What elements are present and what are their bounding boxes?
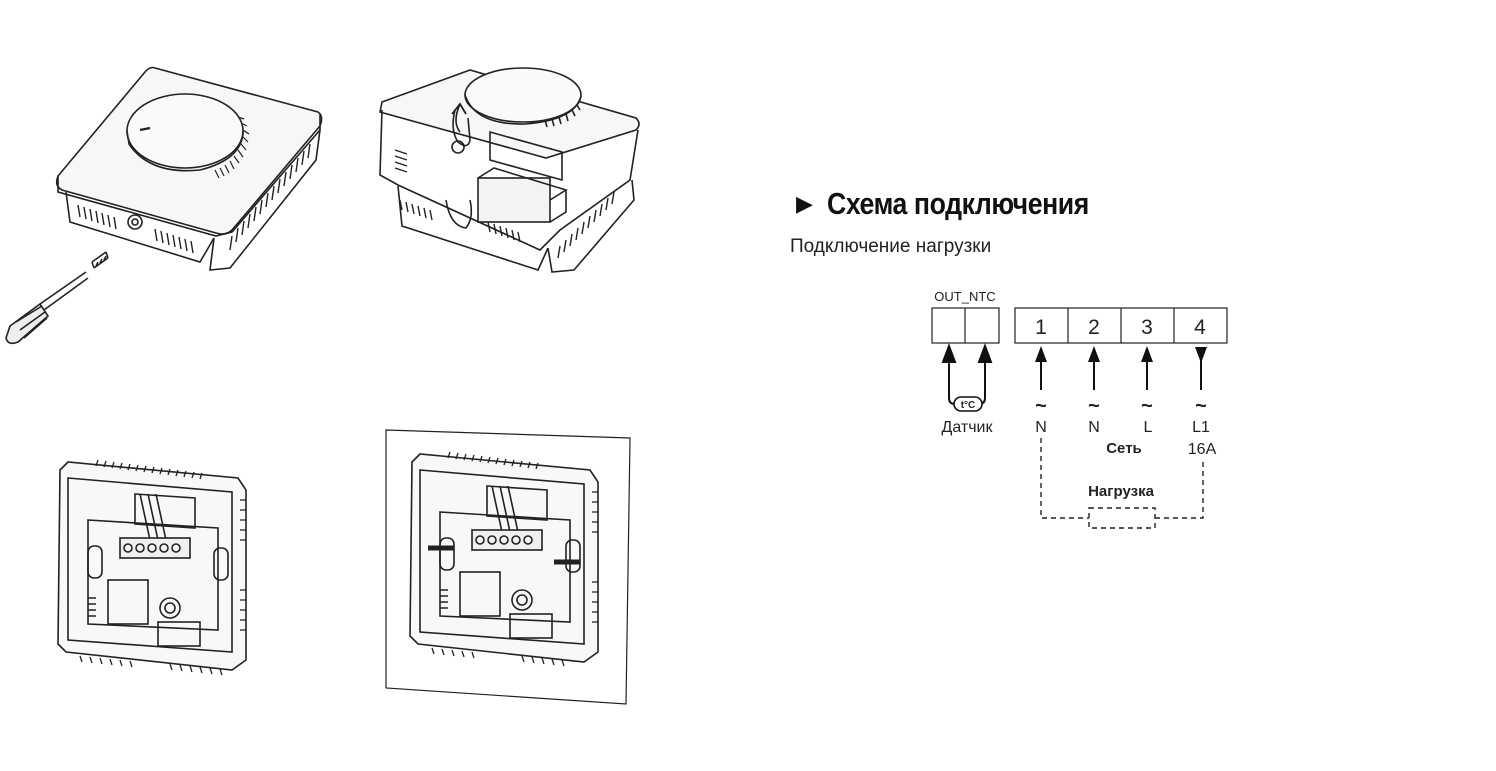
- sensor-wiring: [941, 343, 993, 405]
- load-label: Нагрузка: [1088, 483, 1154, 500]
- section-subtitle: Подключение нагрузки: [790, 236, 992, 257]
- thermometer-sensor-icon: [953, 396, 983, 412]
- sensor-symbol: t°C: [961, 400, 976, 411]
- load-circuit: [1040, 438, 1204, 529]
- sensor-label: Датчик: [942, 419, 994, 436]
- terminal-1-ac-symbol: ~: [1035, 395, 1047, 417]
- section-heading: ▶ Схема подключения: [796, 186, 1131, 222]
- terminal-3-number: 3: [1141, 316, 1153, 339]
- thermostat-cover-opened: [379, 67, 640, 273]
- thermostat-closed-with-screwdriver: [5, 66, 323, 345]
- terminal-4-label: L1: [1192, 419, 1210, 436]
- sensor-terminal-block: [931, 307, 1000, 344]
- sensor-block-label: OUT_NTC: [934, 289, 995, 304]
- main-terminal-block: [1014, 307, 1228, 344]
- terminal-2-ac-symbol: ~: [1088, 395, 1100, 417]
- terminal-1-label: N: [1035, 419, 1047, 436]
- terminal-4-output-arrow-icon: [1195, 347, 1207, 390]
- terminal-3-ac-symbol: ~: [1141, 395, 1153, 417]
- terminal-3-label: L: [1144, 419, 1153, 436]
- thermostat-base-open: [57, 459, 247, 676]
- triangle-bullet-icon: ▶: [796, 191, 813, 216]
- thermostat-base-mounted-on-wall: [385, 429, 631, 705]
- terminal-4-ac-symbol: ~: [1195, 395, 1207, 417]
- installation-illustrations: [5, 66, 640, 705]
- terminal-2-label: N: [1088, 419, 1100, 436]
- terminal-4-number: 4: [1194, 316, 1206, 339]
- terminal-3-input-arrow-icon: [1141, 346, 1153, 390]
- terminal-2-number: 2: [1088, 316, 1100, 339]
- current-rating: 16A: [1188, 441, 1217, 458]
- terminal-1-input-arrow-icon: [1035, 346, 1047, 390]
- terminal-2-input-arrow-icon: [1088, 346, 1100, 390]
- terminal-1-number: 1: [1035, 316, 1047, 339]
- network-label: Сеть: [1106, 440, 1142, 457]
- load-element: [1088, 507, 1156, 529]
- section-title: Схема подключения: [826, 186, 1089, 221]
